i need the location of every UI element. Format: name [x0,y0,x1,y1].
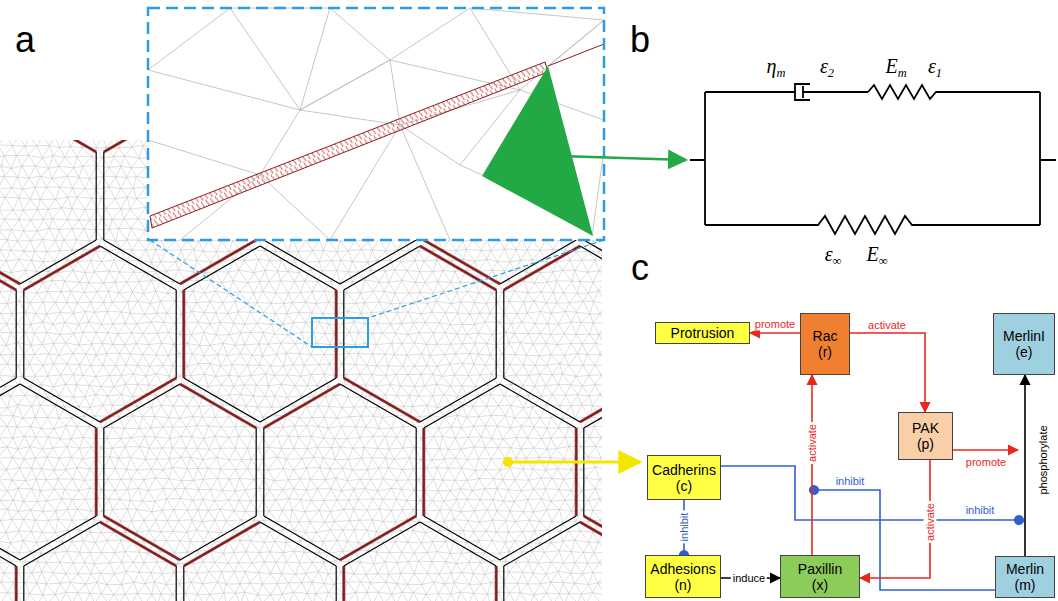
panel-letter: b [630,22,650,58]
connector [811,375,813,555]
node-box: Paxillin (x) [780,555,860,598]
symbol-label: ηm [767,56,786,79]
connector [750,332,800,334]
edge-label: inhibit [678,511,691,544]
node-box: PAK (p) [898,412,953,460]
edge-label: promote [753,318,797,331]
node-label: Rac (r) [813,328,838,360]
edge-label: inhibit [964,504,997,517]
symbol-label: ε2 [820,56,834,79]
node-label: Cadherins (c) [652,462,716,494]
connector [850,333,925,412]
zoom-line [150,240,312,347]
symbol-label: Em [885,56,906,79]
connector [1024,375,1026,556]
pointer-arrow [560,156,686,160]
node-box: Protrusion [655,322,750,344]
node-label: MerlinI (e) [1003,328,1045,360]
node-label: PAK (p) [912,420,939,452]
node-label: Adhesions (n) [650,561,715,593]
panel-letter: c [631,250,649,286]
symbol-label: ε∞ [825,244,842,267]
node-box: Rac (r) [800,313,850,375]
node-box: MerlinI (e) [993,313,1055,375]
symbol-label: ε1 [928,56,942,79]
node-label: Merlin (m) [1006,561,1044,593]
inset [148,8,604,240]
node-box: Cadherins (c) [647,455,721,500]
edge-label: inhibit [834,475,867,488]
network-lines [718,450,1019,590]
zoom-line [368,240,604,318]
symbol-label: E∞ [866,244,887,267]
edge-label: activate [924,501,937,543]
node-box: Merlin (m) [995,556,1055,598]
node-label: Paxillin (x) [798,561,842,593]
zoom-region [312,318,368,347]
node-box: Adhesions (n) [645,555,721,598]
maxwell-circuit [690,84,1056,234]
edge-label: promote [964,456,1008,469]
node-label: Protrusion [671,325,735,341]
edge-label: induce [731,572,767,585]
edge-label: activate [866,319,908,332]
edge-label: activate [806,422,819,464]
pointer-arrow [512,461,640,464]
pointer-dot [503,457,513,467]
edge-label: phosphorylate [1037,423,1050,496]
connector [860,460,930,578]
panel-letter: a [15,22,35,58]
